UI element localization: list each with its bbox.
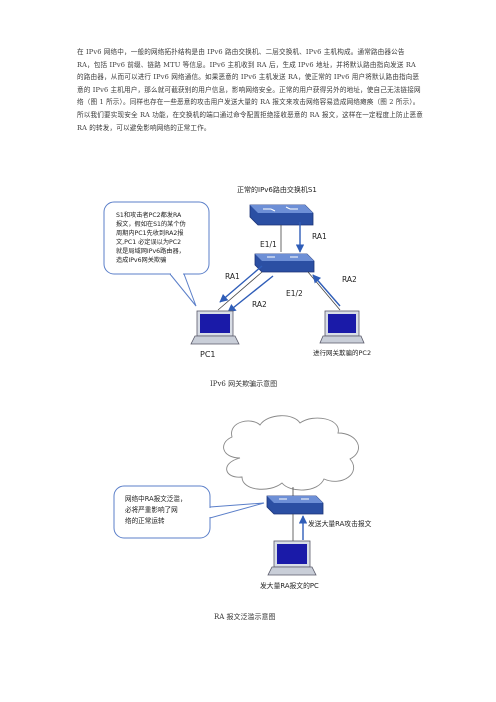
access-switch-icon (254, 253, 315, 273)
ra1-label-left: RA1 (225, 272, 240, 281)
flood-callout (113, 485, 265, 539)
callout-line: 就是局域网IPv6路由器， (116, 247, 185, 255)
callout-line: 文,PC1 必定误以为PC2 (116, 238, 181, 246)
flood-callout-line: 网络中RA报文泛滥， (125, 494, 187, 503)
spoofing-callout (103, 201, 210, 307)
link-pc1 (217, 271, 263, 311)
pc2-computer-icon (319, 310, 365, 344)
figure2-caption: RA 报文泛滥示意图 (214, 613, 276, 621)
attack-arrow-label: 发送大量RA攻击报文 (308, 519, 372, 528)
pc1-label: PC1 (200, 350, 216, 359)
body-paragraph: 在 IPv6 网络中，一般的网络拓扑结构是由 IPv6 路由交换机、二层交换机、… (77, 46, 423, 134)
callout-text-lines: S1和攻击者PC2都发RA 报文，假如在S1的某个伪 周期内PC1先收到RA2报… (116, 211, 186, 264)
ra2-arrow-right (312, 274, 341, 307)
intro-paragraph-text: 在 IPv6 网络中，一般的网络拓扑结构是由 IPv6 路由交换机、二层交换机、… (77, 48, 423, 132)
ra2-label-right: RA2 (342, 275, 357, 284)
link-pc2 (307, 271, 341, 311)
router-s1-label: 正常的IPv6路由交换机S1 (237, 185, 317, 194)
pc1-computer-icon (190, 310, 240, 345)
callout-line: 报文，假如在S1的某个伪 (116, 220, 186, 228)
figure1-caption: IPv6 网关欺骗示意图 (210, 380, 278, 388)
port-e12-label: E1/2 (286, 289, 303, 298)
callout-line: 周期内PC1先收到RA2报 (116, 229, 184, 237)
flood-callout-line: 络的正常运转 (125, 516, 165, 525)
router-s1-icon (249, 204, 314, 226)
switch-icon (266, 495, 324, 515)
pc2-label: 进行网关欺骗的PC2 (313, 348, 371, 357)
ra2-label-left: RA2 (252, 300, 267, 309)
callout-line: S1和攻击者PC2都发RA (116, 211, 182, 219)
ra2-arrow-left (227, 275, 274, 313)
flood-callout-line: 必将严重影响了网 (125, 505, 178, 514)
ra1-arrow-left (219, 265, 263, 303)
attacker-pc-icon (267, 540, 317, 576)
gateway-spoofing-diagram: 正常的IPv6路由交换机S1 RA1 E1/1 RA1 RA2 E1/2 RA2… (103, 185, 371, 359)
ra-flood-diagram: 发送大量RA攻击报文 网络中RA报文泛滥， 必将严重影响了网 络的正常运转 发大… (113, 415, 372, 590)
port-e11-label: E1/1 (260, 240, 277, 249)
attacker-pc-label: 发大量RA报文的PC (260, 581, 319, 590)
network-cloud-icon (223, 415, 359, 491)
ra1-label-top: RA1 (312, 232, 327, 241)
callout-line: 造成IPv6网关欺骗 (116, 256, 166, 264)
